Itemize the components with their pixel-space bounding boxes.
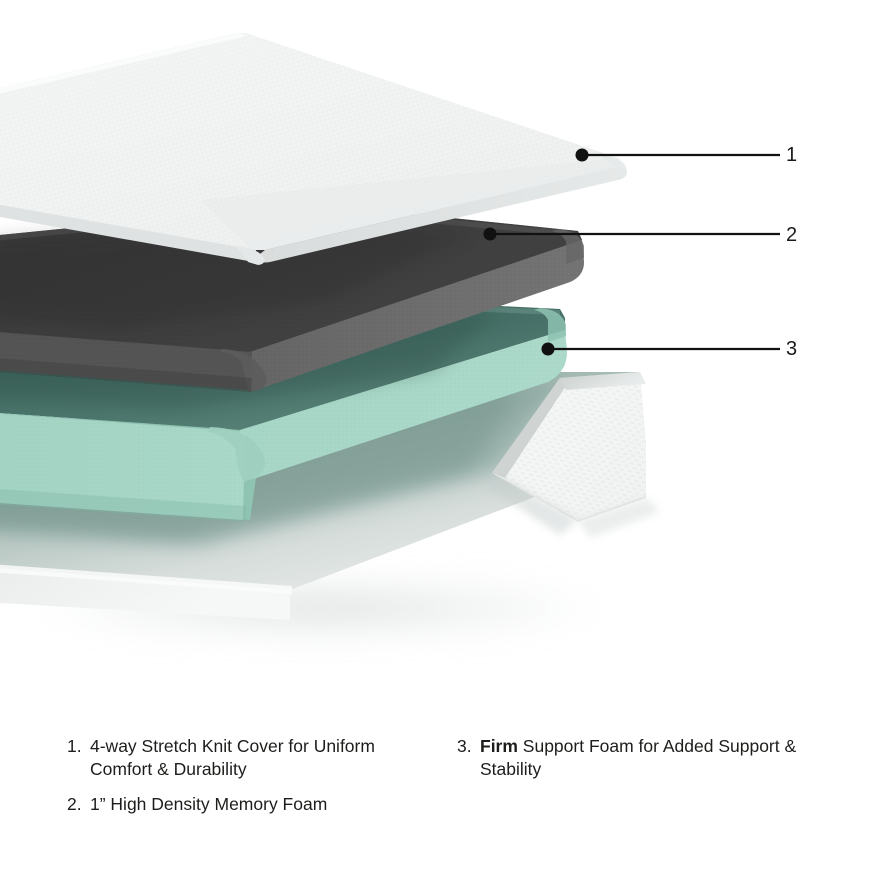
callout-number-2: 2 xyxy=(786,224,798,246)
legend-marker-2: 2. xyxy=(67,793,82,814)
legend-item-2: 2. 1” High Density Memory Foam xyxy=(67,793,417,816)
callout-leader-lines xyxy=(483,148,780,356)
legend-marker-3: 3. xyxy=(457,736,472,756)
legend-text-3: Firm Support Foam for Added Support & St… xyxy=(480,736,797,780)
callout-line-1 xyxy=(575,148,780,162)
callout-number-3: 3 xyxy=(786,338,798,360)
legend-item-1: 1. 4-way Stretch Knit Cover for Uniform … xyxy=(67,735,417,782)
callout-line-2 xyxy=(483,227,780,241)
legend-marker-1: 1. xyxy=(67,736,82,756)
legend-item-3: 3. Firm Support Foam for Added Support &… xyxy=(457,735,817,782)
callout-line-3 xyxy=(541,342,780,356)
callout-number-1: 1 xyxy=(786,144,798,166)
exploded-mattress-illustration xyxy=(0,33,780,642)
stretch-knit-cover-layer xyxy=(0,33,627,330)
legend: 1. 4-way Stretch Knit Cover for Uniform … xyxy=(0,735,887,875)
legend-text-2: 1” High Density Memory Foam xyxy=(90,793,328,814)
legend-column-left: 1. 4-way Stretch Knit Cover for Uniform … xyxy=(67,735,417,827)
legend-text-1: 4-way Stretch Knit Cover for Uniform Com… xyxy=(90,736,375,780)
legend-column-right: 3. Firm Support Foam for Added Support &… xyxy=(457,735,817,793)
